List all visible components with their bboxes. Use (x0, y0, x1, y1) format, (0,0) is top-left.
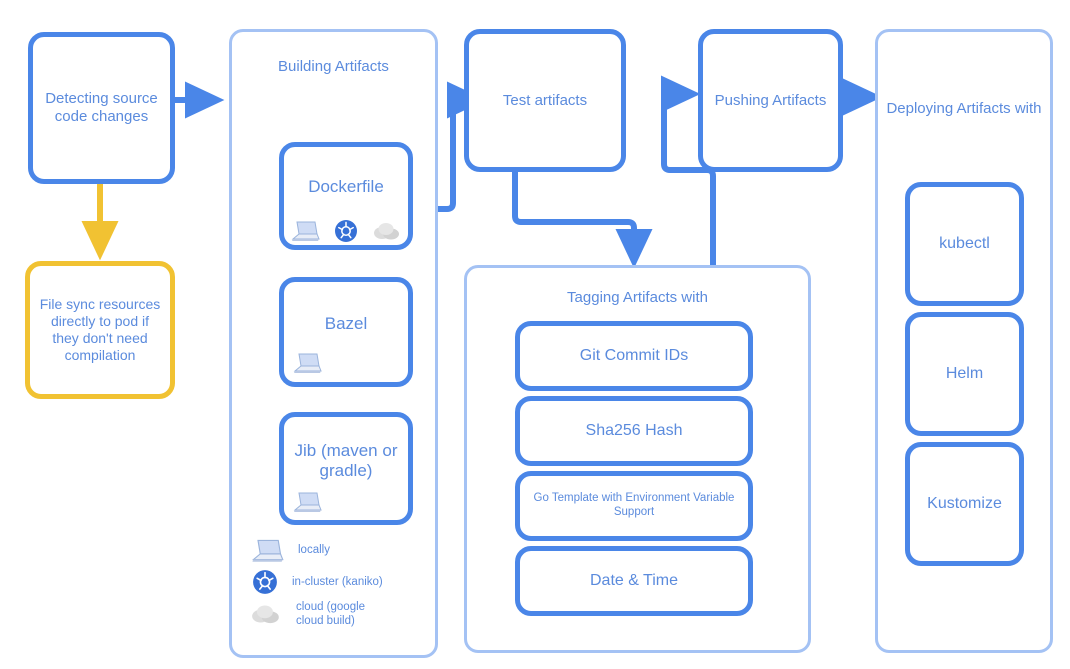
node-helm[interactable]: Helm (905, 312, 1024, 436)
node-date-and-time[interactable]: Date & Time (515, 546, 753, 616)
legend-label: locally (298, 544, 330, 557)
cloud-icon (374, 223, 399, 240)
node-label: kubectl (939, 235, 990, 253)
node-label: Go Template with Environment Variable Su… (533, 492, 735, 518)
node-label: Kustomize (927, 495, 1002, 513)
node-label: File sync resources directly to pod if t… (39, 296, 161, 363)
node-kustomize[interactable]: Kustomize (905, 442, 1024, 566)
node-detecting-source-code-changes[interactable]: Detecting source code changes (28, 32, 175, 184)
laptop-icon (293, 492, 322, 512)
kubernetes-icon (335, 220, 357, 242)
node-label: Test artifacts (502, 91, 588, 109)
deploying-artifacts-title: Deploying Artifacts with (886, 100, 1042, 117)
legend-label: in-cluster (kaniko) (292, 575, 383, 588)
node-label: Bazel (324, 314, 368, 333)
jib-icon-row (279, 487, 335, 517)
node-label: Helm (945, 365, 984, 383)
node-pushing-artifacts[interactable]: Pushing Artifacts (698, 29, 843, 172)
node-label: Jib (maven or gradle) (294, 441, 398, 481)
cloud-icon (252, 605, 279, 624)
node-git-commit-ids[interactable]: Git Commit IDs (515, 321, 753, 391)
node-file-sync[interactable]: File sync resources directly to pod if t… (25, 261, 175, 399)
container-building-artifacts: Building Artifacts Dockerfile (229, 29, 438, 658)
legend-label: cloud (google cloud build) (296, 601, 366, 628)
node-test-artifacts[interactable]: Test artifacts (464, 29, 626, 172)
bazel-icon-row (279, 348, 335, 378)
laptop-icon (291, 221, 320, 241)
kubernetes-icon (253, 570, 277, 594)
node-kubectl[interactable]: kubectl (905, 182, 1024, 306)
building-artifacts-title: Building Artifacts (278, 58, 389, 75)
legend-item-locally: locally (250, 537, 330, 564)
node-label: Sha256 Hash (585, 422, 683, 440)
container-deploying-artifacts: Deploying Artifacts with kubectl Helm Ku… (875, 29, 1053, 653)
node-label: Pushing Artifacts (714, 91, 827, 109)
node-label: Git Commit IDs (579, 347, 689, 365)
node-label: Detecting source code changes (45, 90, 158, 125)
edge-test-to-tagging (512, 172, 653, 269)
container-tagging-artifacts: Tagging Artifacts with Git Commit IDs Sh… (464, 265, 811, 653)
legend-item-cloud: cloud (google cloud build) (250, 600, 388, 629)
laptop-icon (293, 353, 322, 373)
laptop-icon (251, 539, 284, 562)
node-label: Dockerfile (308, 177, 384, 196)
dockerfile-icon-row (279, 216, 413, 246)
node-label: Date & Time (589, 572, 679, 590)
node-go-template[interactable]: Go Template with Environment Variable Su… (515, 471, 753, 541)
tagging-artifacts-title: Tagging Artifacts with (567, 289, 708, 306)
node-sha256-hash[interactable]: Sha256 Hash (515, 396, 753, 466)
legend-item-in-cluster: in-cluster (kaniko) (252, 569, 383, 595)
